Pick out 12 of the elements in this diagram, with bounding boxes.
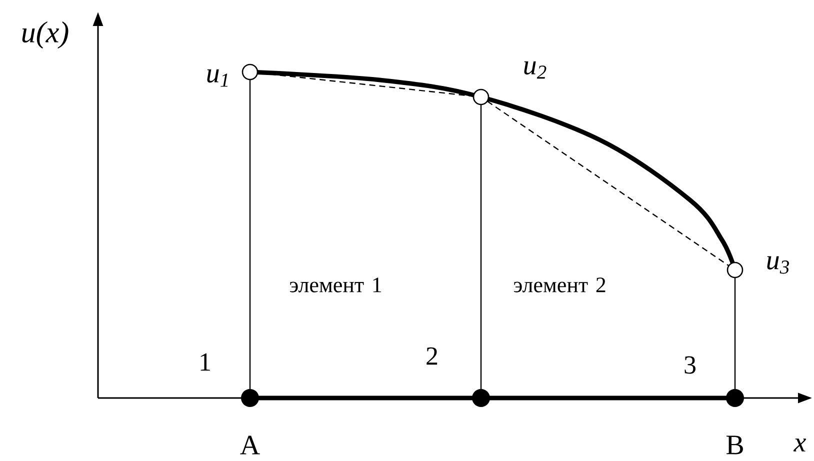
point-label: u$_{1}$ [207, 69, 228, 87]
point-name: A [240, 436, 260, 454]
point-label: u$_{3}$ [767, 256, 789, 274]
node-number: 2 [426, 347, 438, 365]
axis-label: u(x) [22, 21, 68, 49]
point-label: u$_{2}$ [524, 61, 546, 79]
element-label: элемент 2 [514, 278, 606, 292]
element-label: элемент 1 [290, 278, 382, 292]
node-number: 3 [684, 356, 696, 374]
node-number: 1 [200, 353, 210, 371]
point-name: B [726, 436, 743, 454]
axis-label: x [793, 438, 806, 452]
